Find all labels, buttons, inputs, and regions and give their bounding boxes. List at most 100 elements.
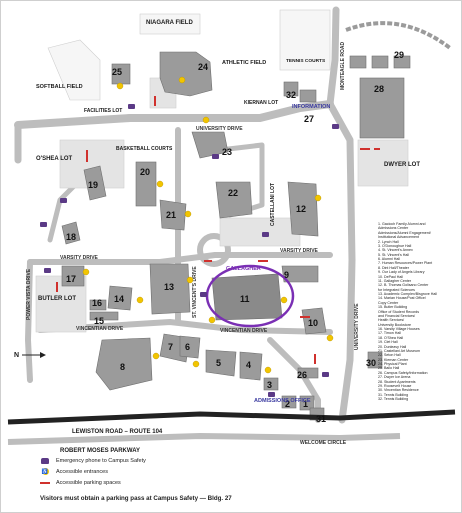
gallagher-label: GALLAGHER xyxy=(226,266,261,272)
building-16 xyxy=(89,299,107,311)
directory-entry: 2. Lynch Hall xyxy=(378,239,399,244)
directory-entry: 20. Dunleavy Hall xyxy=(378,344,407,349)
building-number-8: 8 xyxy=(120,362,125,372)
directory-entry: 18. O'Shea Hall xyxy=(378,335,404,340)
accessible-entrance-icon xyxy=(202,116,210,124)
building-23 xyxy=(191,131,229,159)
building-number-23: 23 xyxy=(222,147,232,157)
accessible-entrance-icon xyxy=(152,352,160,360)
building-21 xyxy=(159,199,187,231)
building-number-16: 16 xyxy=(92,298,102,308)
building-19 xyxy=(83,165,107,201)
directory-entry: 28. Student Apartments xyxy=(378,379,416,384)
phone-icon xyxy=(128,104,135,109)
accessible-parking xyxy=(56,96,380,364)
tennis-courts-label: TENNIS COURTS xyxy=(286,58,326,64)
tennis-courts-line: TENNIS COURTS xyxy=(286,58,326,64)
directory-entry: 26. Campus Safety/Information xyxy=(378,370,428,375)
information-label: INFORMATION xyxy=(292,104,330,110)
phone-icon xyxy=(200,292,207,297)
building-6 xyxy=(179,335,201,359)
parking-marker xyxy=(56,282,58,292)
building-number-26: 26 xyxy=(297,370,307,380)
directory-entry: Admissions/Alumni Engagement/ xyxy=(378,230,431,235)
building-26 xyxy=(297,367,319,379)
directory-entry: 30. Vincentian Residence xyxy=(378,388,419,393)
building-number-7: 7 xyxy=(168,342,173,352)
accessible-entrance-icon xyxy=(156,180,164,188)
welcome-circle-label: WELCOME CIRCLE xyxy=(300,440,347,446)
north-arrow-label: N xyxy=(14,352,19,359)
directory-entry: 19. Clet Hall xyxy=(378,340,398,345)
accessible-entrance-icon xyxy=(208,316,216,324)
vincentian-drive-label-right: VINCENTIAN DRIVE xyxy=(220,328,268,334)
phone-icon xyxy=(332,124,339,129)
apartment-arc xyxy=(345,21,452,50)
power-vista-drive-label: POWER VISTA DRIVE xyxy=(26,268,32,320)
phone-icon xyxy=(60,198,67,203)
directory-entry: 24. Physical Plant xyxy=(378,362,407,366)
building-number-2: 2 xyxy=(285,399,290,409)
directory-entry: 11. Gallagher Center xyxy=(378,278,412,283)
building-directory: 1. Gacioch Family Alumni and Admissions … xyxy=(378,222,462,401)
directory-entry: 1. Gacioch Family Alumni and xyxy=(378,222,426,226)
directory-entry: Office of Student Records xyxy=(378,309,420,314)
varsity-drive-label-right: VARSITY DRIVE xyxy=(280,248,319,254)
tennis-court-area xyxy=(279,9,331,71)
building-number-1: 1 xyxy=(303,399,308,409)
building-number-13: 13 xyxy=(164,282,174,292)
directory-entry: 32. Tennis Building xyxy=(378,397,409,401)
directory-entry: Copy Center xyxy=(378,300,399,305)
robert-moses-line xyxy=(7,432,401,445)
facilities-lot-label: FACILITIES LOT xyxy=(84,108,122,114)
directory-entry: 13. Academic Complex/Bisgrove Hall xyxy=(378,292,437,296)
building-3 xyxy=(263,377,279,391)
directory-entry: 16. Varsity Village Houses xyxy=(378,327,420,331)
directory-entry: 17. Timon Hall xyxy=(378,331,401,336)
accessible-entrance-icon xyxy=(264,366,272,374)
building-10 xyxy=(301,307,327,335)
robert-moses-label: ROBERT MOSES PARKWAY xyxy=(60,448,140,454)
phone-icon xyxy=(40,222,47,227)
building-1 xyxy=(299,395,315,411)
building-number-15: 15 xyxy=(94,316,104,326)
power-vista-drive-road xyxy=(25,259,33,383)
building-number-25: 25 xyxy=(112,67,122,77)
map-labels: NIAGARA FIELD ATHLETIC FIELD TENNIS COUR… xyxy=(14,20,420,454)
lewiston-road-label: LEWISTON ROAD – ROUTE 104 xyxy=(72,429,163,435)
directory-entry: 7. Human Resources/Power Plant xyxy=(378,261,433,266)
roundabout xyxy=(197,233,231,267)
building-20 xyxy=(135,161,157,207)
building-13 xyxy=(149,263,191,315)
directory-entry: Health Services/ xyxy=(378,318,405,323)
directory-entry: and Financial Services/ xyxy=(378,313,416,318)
accessible-entrance-icon xyxy=(326,334,334,342)
accessible-entrances xyxy=(82,76,334,374)
building-number-24: 24 xyxy=(198,62,208,72)
phone-icon xyxy=(44,268,51,273)
apartment-block-2 xyxy=(371,55,389,69)
visitor-parking-note: Visitors must obtain a parking pass at C… xyxy=(40,495,232,502)
accessible-entrance-icon xyxy=(280,296,288,304)
building-number-12: 12 xyxy=(296,204,306,214)
softball-field-label: SOFTBALL FIELD xyxy=(36,84,83,90)
phone-icon xyxy=(322,372,329,377)
accessible-entrance-icon xyxy=(184,210,192,218)
directory-entry: University Bookstore xyxy=(378,322,411,327)
building-12 xyxy=(287,181,319,237)
directory-entry: 14. Marian House/Post Office/ xyxy=(378,296,426,301)
accessible-entrance-icon xyxy=(178,76,186,84)
phone-icon xyxy=(212,154,219,159)
vincentian-drive-road xyxy=(37,319,333,335)
building-number-22: 22 xyxy=(228,188,238,198)
building-30 xyxy=(367,351,383,369)
legend-phone-text: Emergency phone to Campus Safety xyxy=(56,457,146,464)
building-17 xyxy=(61,265,85,287)
directory-entry: 21. Castellani Art Museum xyxy=(378,348,420,353)
university-drive-road xyxy=(14,100,334,129)
directory-entry: 27. Dwyer Ice Arena xyxy=(378,375,411,380)
directory-entry: 10. DePaul Hall xyxy=(378,274,403,279)
legend-entrance-row: ♿ Accessible entrances xyxy=(38,466,146,477)
building-number-3: 3 xyxy=(267,380,272,390)
university-drive-right-label: UNIVERSITY DRIVE xyxy=(354,303,360,350)
